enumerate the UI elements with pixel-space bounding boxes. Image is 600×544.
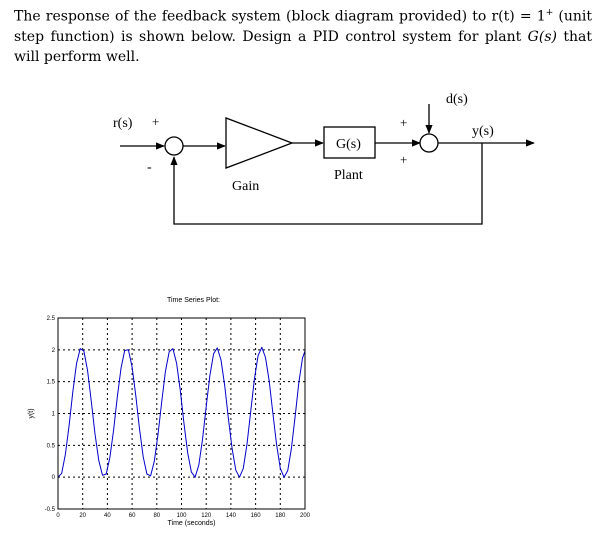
chart-grid <box>58 318 305 509</box>
x-tick-label: 120 <box>201 513 212 519</box>
unit-step-superscript: + <box>545 8 554 18</box>
plant-block-label: G(s) <box>336 137 361 152</box>
gain-block <box>225 117 294 169</box>
x-tick-label: 140 <box>226 513 237 519</box>
feedback-path <box>170 143 483 225</box>
disturbance-label: d(s) <box>446 92 468 107</box>
y-tick-label: 2 <box>52 348 56 354</box>
problem-line-2a: function) is shown below. Design a PID c… <box>50 28 528 45</box>
plant-block <box>323 126 376 159</box>
x-tick-label: 80 <box>153 513 160 519</box>
plant-plus-sign: + <box>400 152 407 167</box>
x-tick-label: 160 <box>251 513 262 519</box>
y-tick-label: -0.5 <box>45 507 56 513</box>
chart-plot-frame <box>57 317 306 510</box>
disturbance-plus-sign: + <box>400 115 407 130</box>
x-tick-label: 0 <box>56 513 60 519</box>
x-tick-label: 180 <box>275 513 286 519</box>
input-plus-sign: + <box>152 114 159 129</box>
summing-junction-2 <box>419 133 439 153</box>
plant-label: Plant <box>334 168 363 183</box>
x-tick-label: 200 <box>300 513 311 519</box>
input-label: r(s) <box>113 116 133 131</box>
feedback-minus-sign: - <box>147 160 152 175</box>
y-tick-label: 0.5 <box>47 443 56 449</box>
problem-line-3: well. <box>105 48 140 65</box>
gain-label: Gain <box>232 179 259 194</box>
x-tick-label: 20 <box>79 513 86 519</box>
chart-y-axis-label: y(t) <box>28 408 35 418</box>
summing-junction-1 <box>164 136 184 156</box>
chart-series <box>57 346 306 478</box>
series-line <box>57 346 306 478</box>
problem-line-1-end: (unit step <box>14 8 592 45</box>
x-tick-label: 40 <box>104 513 111 519</box>
y-tick-label: 1.5 <box>47 380 56 386</box>
chart-x-axis-label: Time (seconds) <box>168 520 216 527</box>
y-tick-label: 2.5 <box>47 316 56 322</box>
plant-symbol: G(s) <box>527 28 557 45</box>
problem-line-2b: that will perform <box>14 28 592 65</box>
x-tick-label: 100 <box>176 513 187 519</box>
y-tick-label: 1 <box>52 412 56 418</box>
problem-statement: The response of the feedback system (blo… <box>14 3 592 67</box>
chart-title: Time Series Plot: <box>167 297 220 304</box>
problem-line-1: The response of the feedback system (blo… <box>14 8 546 25</box>
y-tick-label: 0 <box>52 475 56 481</box>
output-label: y(s) <box>472 124 494 139</box>
x-tick-label: 60 <box>129 513 136 519</box>
